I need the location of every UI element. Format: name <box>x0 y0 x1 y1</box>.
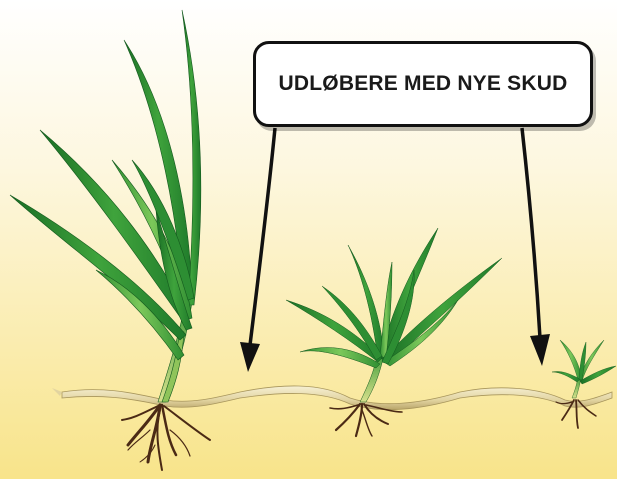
clipped-edge-text: er <box>0 34 14 52</box>
callout-label: UDLØBERE MED NYE SKUD <box>279 72 568 96</box>
callout-box: UDLØBERE MED NYE SKUD <box>253 41 593 127</box>
